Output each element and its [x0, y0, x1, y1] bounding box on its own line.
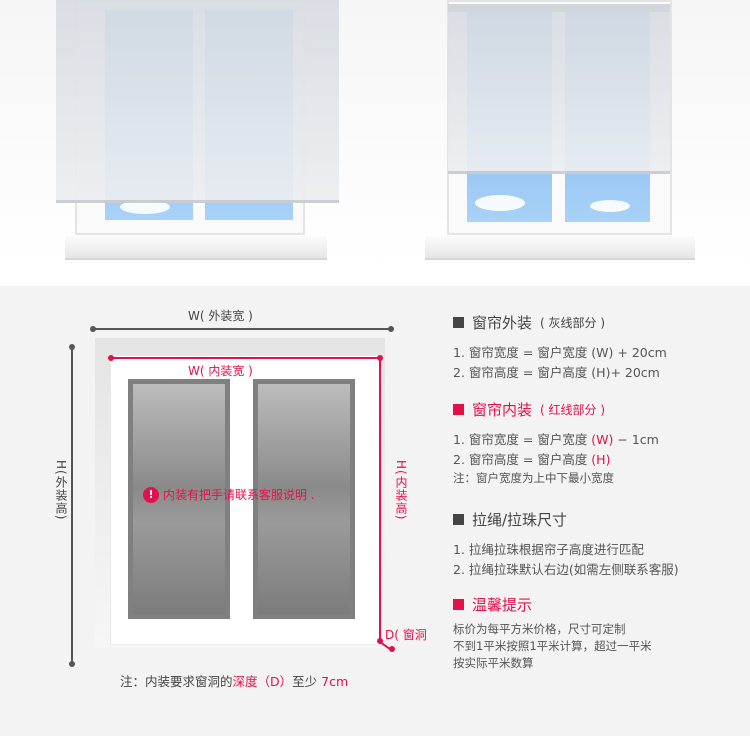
footnote-highlight: 深度（D） — [232, 674, 293, 689]
heading-text: 窗帘外装 — [472, 314, 533, 332]
outer-line-1: 1. 窗帘宽度 = 窗户宽度 (W) + 20cm — [453, 345, 667, 360]
footnote-prefix: 注：内装要求窗洞的 — [120, 674, 233, 689]
outer-width-label: W( 外装宽 ) — [188, 309, 253, 323]
outer-mount-heading: 窗帘外装 ( 灰线部分 ) — [453, 312, 743, 333]
cord-line-1: 1. 拉绳拉珠根据帘子高度进行匹配 — [453, 542, 644, 557]
roller-blind-outside — [56, 0, 339, 203]
tips-heading: 温馨提示 — [453, 594, 743, 615]
footnote-mid: 至少 — [292, 674, 318, 689]
warning-text: 内装有把手请联系客服说明 . — [163, 488, 315, 502]
inner-line-2: 2. 窗帘高度 = 窗户高度 (H) — [453, 452, 611, 467]
depth-footnote: 注：内装要求窗洞的深度（D）至少 7cm — [120, 671, 348, 690]
heading-sub: ( 灰线部分 ) — [540, 316, 606, 330]
outer-line-2: 2. 窗帘高度 = 窗户高度 (H)+ 20cm — [453, 365, 660, 380]
window-pane-right — [253, 379, 355, 619]
roller-blind-inside — [448, 4, 670, 174]
inside-mount-photo — [375, 0, 750, 270]
outer-height-label: H(外装高) — [54, 460, 68, 521]
inner-mount-heading: 窗帘内装 ( 红线部分 ) — [453, 399, 743, 420]
measurement-diagram: W( 外装宽 ) W( 内装宽 ) H(外装高) H(内装高) D( 窗洞 ! … — [50, 300, 430, 690]
cord-heading: 拉绳/拉珠尺寸 — [453, 509, 743, 530]
footnote-value: 7cm — [321, 674, 349, 689]
depth-label: D( 窗洞 — [385, 628, 427, 642]
instructions-panel: 窗帘外装 ( 灰线部分 ) 1. 窗帘宽度 = 窗户宽度 (W) + 20cm 2… — [453, 312, 743, 672]
cord-line-2: 2. 拉绳拉珠默认右边(如需左侧联系客服) — [453, 562, 679, 577]
tip-line-2: 不到1平米按照1平米计算，超过一平米 — [453, 639, 652, 653]
inner-line-1: 1. 窗帘宽度 = 窗户宽度 (W) − 1cm — [453, 432, 659, 447]
warning-icon: ! — [143, 486, 159, 503]
heading-sub: ( 红线部分 ) — [540, 403, 606, 417]
outside-mount-photo — [0, 0, 375, 270]
product-photos — [0, 0, 750, 286]
tip-line-3: 按实际平米数算 — [453, 656, 534, 670]
handle-warning: ! 内装有把手请联系客服说明 . — [143, 486, 315, 503]
inner-height-label: H(内装高) — [394, 460, 408, 521]
inner-width-label: W( 内装宽 ) — [188, 364, 253, 378]
tip-line-1: 标价为每平方米价格，尺寸可定制 — [453, 622, 626, 636]
inner-note: 注：窗户宽度为上中下最小宽度 — [453, 471, 614, 485]
heading-text: 窗帘内装 — [472, 401, 533, 419]
heading-text: 拉绳/拉珠尺寸 — [472, 511, 568, 529]
heading-text: 温馨提示 — [472, 596, 533, 614]
